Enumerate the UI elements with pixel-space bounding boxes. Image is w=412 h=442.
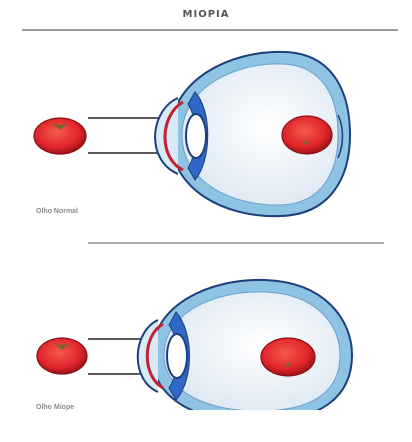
- eyeball: [138, 280, 352, 410]
- tomato-object-icon: [37, 338, 87, 374]
- retina-image-icon: [282, 116, 332, 154]
- normal-eye-caption: Olho Normal: [36, 208, 78, 215]
- myopic-eye-caption: Olho Miope: [36, 404, 74, 411]
- tomato-object-icon: [34, 118, 86, 154]
- section-divider: [88, 242, 384, 244]
- myopic-eye-diagram: [0, 270, 412, 410]
- diagram-title: MIOPIA: [0, 9, 412, 20]
- retina-image-icon: [261, 338, 315, 376]
- normal-eye-diagram: [0, 40, 412, 220]
- title-divider: [22, 29, 398, 31]
